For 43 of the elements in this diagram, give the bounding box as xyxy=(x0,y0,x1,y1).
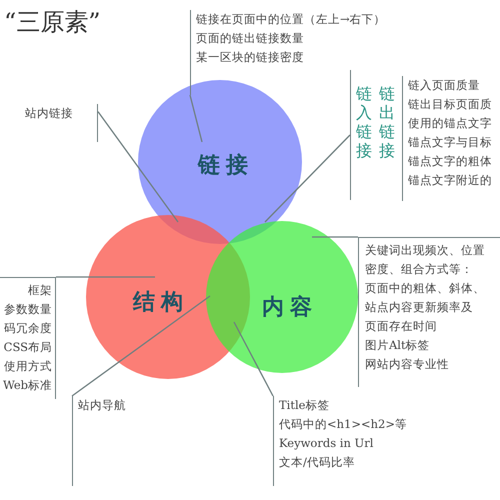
list-item: Keywords in Url xyxy=(279,435,374,452)
list-item: 代码中的<h1><h2>等 xyxy=(279,416,408,433)
list-item: 站点内容更新频率及 xyxy=(365,299,474,316)
vertical-label: 链出链接 xyxy=(379,84,396,160)
leader-line xyxy=(97,111,179,222)
list-item: 页面中的粗体、斜体、 xyxy=(365,280,486,297)
list-item: 使用方式 xyxy=(3,358,52,375)
circle-label: 链接 xyxy=(198,152,254,180)
list-item: Web标准 xyxy=(2,377,52,394)
leader-line xyxy=(56,276,155,278)
leader-line xyxy=(189,94,203,142)
list-item: 文本/代码比率 xyxy=(279,454,356,471)
list-item: 框架 xyxy=(27,282,52,299)
list-item: 链出目标页面质 xyxy=(408,96,493,113)
annotation-label: 站内导航 xyxy=(78,397,127,414)
list-item: 关键词出现频次、位置密度、组合方式等： xyxy=(365,242,486,278)
annotation-bracket xyxy=(0,277,56,399)
list-item: 锚点文字与目标 xyxy=(408,134,493,151)
list-item: 锚点文字的粗体 xyxy=(408,153,493,170)
annotation-label: 站内链接 xyxy=(25,105,74,122)
list-item: 码冗余度 xyxy=(3,320,52,337)
list-item: CSS布局 xyxy=(2,339,52,356)
annotation-bracket xyxy=(25,104,98,142)
list-item: 锚点文字附近的 xyxy=(408,172,493,189)
title: “三原素” xyxy=(4,7,101,38)
vertical-label: 链入链接 xyxy=(356,84,373,160)
list-item: 使用的锚点文字 xyxy=(408,115,493,132)
circle-label: 内容 xyxy=(262,294,318,322)
list-item: 参数数量 xyxy=(3,301,52,318)
list-item: 页面存在时间 xyxy=(365,318,438,335)
list-item: 某一区块的链接密度 xyxy=(196,49,305,66)
list-item: 链接在页面中的位置（左上→右下） xyxy=(196,11,387,28)
annotation-bracket xyxy=(358,237,500,387)
list-item: 图片Alt标签 xyxy=(365,337,431,354)
leader-line xyxy=(312,236,358,238)
list-item: 页面的链出链接数量 xyxy=(196,30,305,47)
circle-label: 结构 xyxy=(133,289,189,317)
list-item: 网站内容专业性 xyxy=(365,356,450,373)
leader-line xyxy=(233,322,274,396)
leader-line xyxy=(72,295,210,397)
list-item: 链入页面质量 xyxy=(408,77,481,94)
leader-line xyxy=(264,134,350,222)
list-item: Title标签 xyxy=(279,397,330,414)
